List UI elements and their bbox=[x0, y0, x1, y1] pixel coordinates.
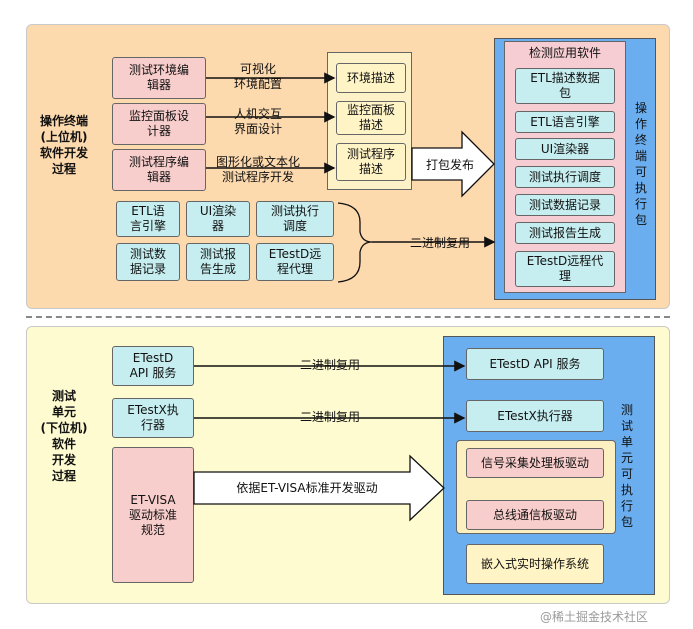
module-data-record: 测试数 据记录 bbox=[116, 243, 180, 281]
edge-label-program-dev: 图形化或文本化 测试程序开发 bbox=[215, 155, 300, 184]
pkg-rtos: 嵌入式实时操作系统 bbox=[466, 544, 604, 584]
module-ui-renderer: UI渲染 器 bbox=[186, 201, 250, 237]
module-exec-scheduler: 测试执行 调度 bbox=[256, 201, 334, 237]
reuse-label-top: 二进制复用 bbox=[409, 236, 470, 250]
etestd-api-service: ETestD API 服务 bbox=[112, 346, 194, 386]
reuse-label-api: 二进制复用 bbox=[299, 358, 360, 372]
env-description: 环境描述 bbox=[336, 63, 406, 93]
inspection-app-title: 检测应用软件 bbox=[528, 46, 601, 60]
pkg-remote-agent: ETestD远程代 理 bbox=[515, 251, 615, 287]
reuse-label-executor: 二进制复用 bbox=[299, 410, 360, 424]
edge-label-visual-config: 可视化 环境配置 bbox=[233, 62, 282, 91]
reuse-brace bbox=[337, 202, 373, 283]
pkg-report-gen: 测试报告生成 bbox=[515, 222, 615, 244]
et-visa-spec: ET-VISA 驱动标准 规范 bbox=[112, 447, 194, 583]
pkg-etestx-executor: ETestX执行器 bbox=[466, 400, 604, 432]
program-description: 测试程序 描述 bbox=[336, 143, 406, 181]
watermark: @稀土掘金技术社区 bbox=[540, 610, 649, 624]
module-remote-agent: ETestD远 程代理 bbox=[256, 243, 334, 281]
panel-description: 监控面板 描述 bbox=[336, 101, 406, 135]
visa-arrow bbox=[193, 454, 445, 522]
driver-dev-label-overlay: 依据ET-VISA标准开发驱动 bbox=[236, 481, 378, 495]
pkg-data-record: 测试数据记录 bbox=[515, 194, 615, 216]
program-editor: 测试程序编 辑器 bbox=[112, 149, 206, 191]
etestx-executor: ETestX执 行器 bbox=[112, 398, 194, 438]
pack-arrow bbox=[411, 130, 495, 198]
pkg-etl-engine: ETL语言引擎 bbox=[515, 111, 615, 133]
pkg-etestd-api: ETestD API 服务 bbox=[466, 348, 604, 380]
upper-section-label: 操作终端 (上位机) 软件开发 过程 bbox=[39, 114, 88, 176]
pkg-bus-driver: 总线通信板驱动 bbox=[466, 500, 604, 530]
module-etl-engine: ETL语 言引擎 bbox=[116, 201, 180, 237]
module-report-gen: 测试报 告生成 bbox=[186, 243, 250, 281]
pkg-etl-data: ETL描述数据 包 bbox=[515, 68, 615, 104]
pkg-exec-scheduler: 测试执行调度 bbox=[515, 166, 615, 188]
pkg-signal-driver: 信号采集处理板驱动 bbox=[466, 448, 604, 478]
section-divider bbox=[26, 316, 670, 318]
test-unit-package-label: 测 试 单 元 可 执 行 包 bbox=[620, 403, 633, 529]
terminal-package-label: 操 作 终 端 可 执 行 包 bbox=[634, 101, 647, 227]
pack-label-overlay: 打包发布 bbox=[425, 158, 474, 172]
panel-designer: 监控面板设 计器 bbox=[112, 103, 206, 145]
env-editor: 测试环境编 辑器 bbox=[112, 57, 206, 99]
lower-section-label: 测试 单元 (下位机) 软件 开发 过程 bbox=[40, 389, 88, 483]
pkg-ui-renderer: UI渲染器 bbox=[515, 138, 615, 160]
